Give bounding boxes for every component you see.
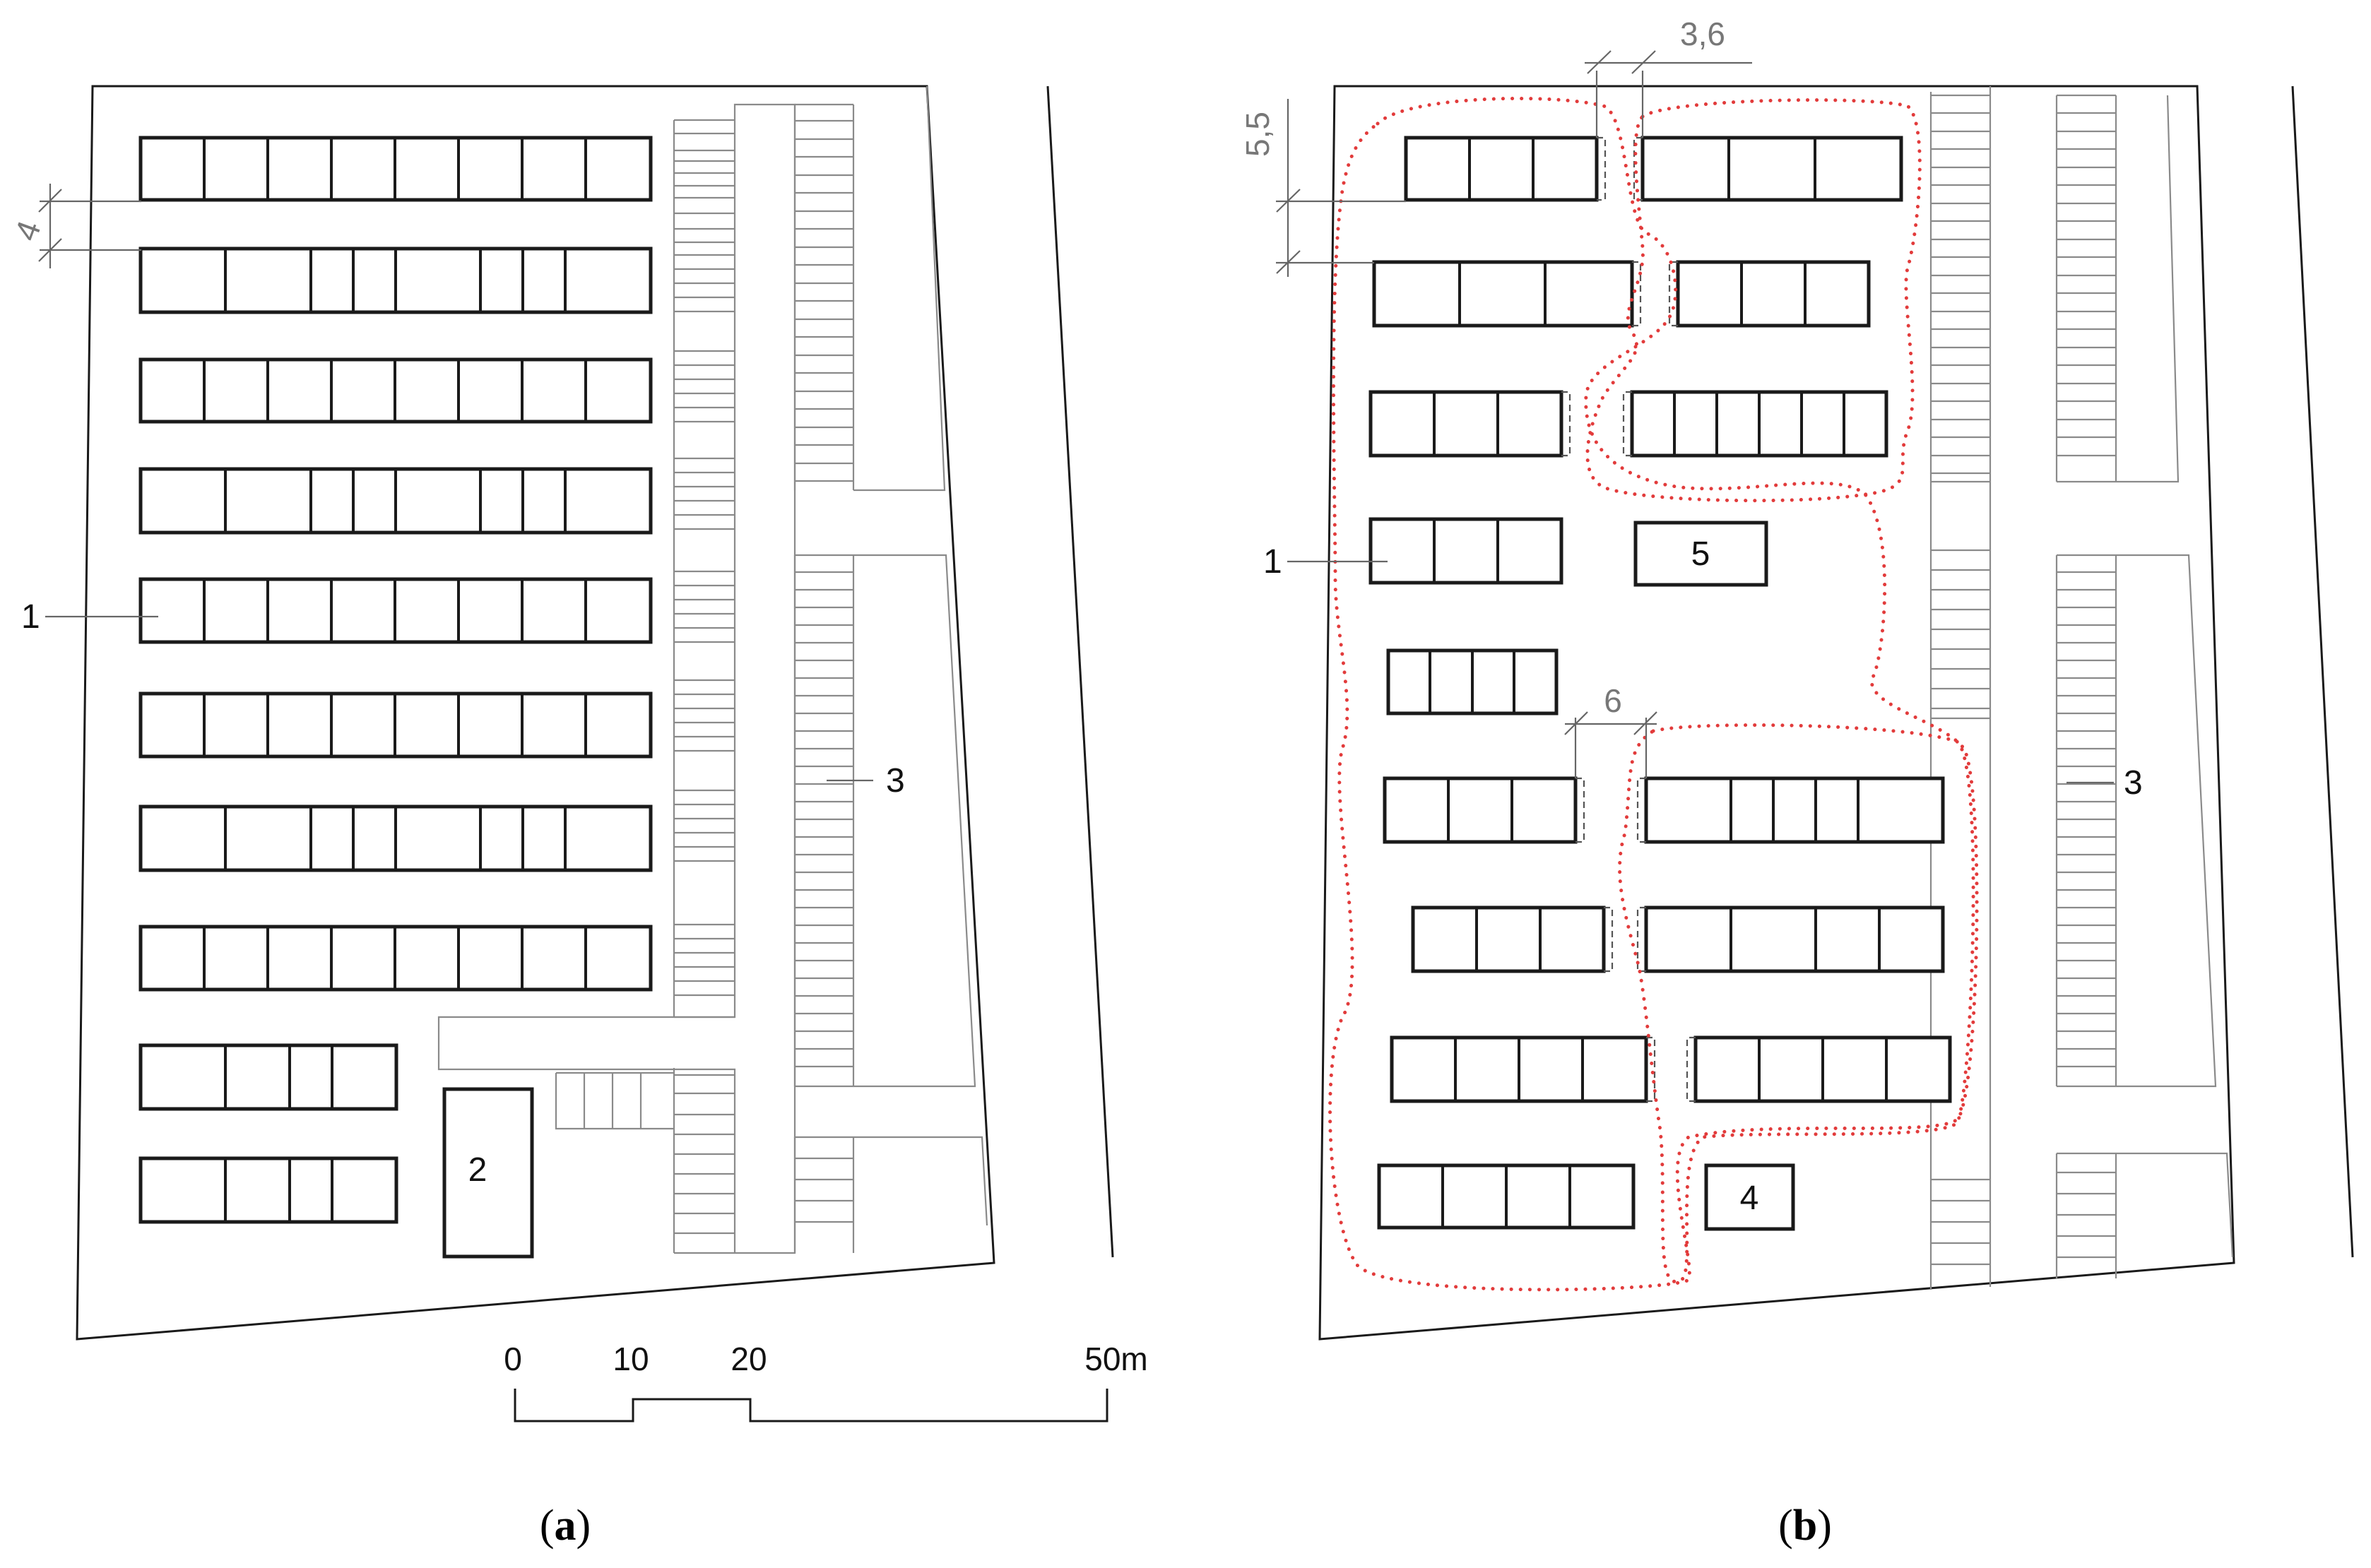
parking-column — [793, 85, 946, 492]
facility-building-2 — [442, 1087, 534, 1259]
panel-a: 4 1 2 3 0 10 20 50m (a) — [7, 85, 1148, 1550]
building-row — [1411, 905, 1606, 973]
parking-column — [793, 1136, 988, 1253]
scale-tick: 20 — [731, 1341, 767, 1377]
building-row — [1383, 776, 1578, 844]
building-row — [1368, 390, 1563, 458]
scale-bar: 0 10 20 50m — [504, 1341, 1148, 1423]
building-row — [138, 136, 653, 202]
label-building-b: 1 — [1263, 543, 1388, 581]
svg-text:1: 1 — [21, 598, 40, 636]
building-row — [1390, 1035, 1648, 1103]
label-parking-a: 3 — [827, 762, 905, 800]
building-row — [138, 357, 653, 424]
dimension-label: 6 — [1604, 682, 1622, 719]
parking-column — [1931, 549, 1990, 720]
green-zones — [1328, 96, 1979, 1292]
parking-column — [2055, 554, 2217, 1088]
parking-column — [2055, 1152, 2234, 1278]
parking-column — [2055, 94, 2180, 483]
building-row — [1644, 776, 1945, 844]
building-row — [1404, 136, 1599, 202]
parking-column — [1931, 94, 1990, 483]
svg-text:1: 1 — [1263, 543, 1282, 581]
parking-stalls-a — [555, 85, 988, 1254]
building-row — [138, 1156, 398, 1224]
building-row — [1386, 648, 1559, 715]
building-row — [1368, 517, 1563, 585]
zone-outline — [1585, 98, 1922, 503]
dimension-building-depth: 4 — [7, 184, 141, 268]
label-facility: 2 — [468, 1151, 487, 1189]
building-row — [1377, 1163, 1636, 1230]
panel-b: 3,6 5,5 6 1 5 4 3 — [1239, 16, 2354, 1550]
building-row — [138, 804, 653, 872]
building-rows-a — [138, 136, 653, 1224]
building-row — [138, 925, 653, 992]
label-building-a: 1 — [21, 598, 158, 636]
zone-outline — [1618, 723, 1975, 1283]
building-row — [138, 467, 653, 535]
scale-tick: 50m — [1084, 1341, 1147, 1377]
building-row — [1372, 260, 1634, 328]
building-row — [1693, 1035, 1952, 1103]
label-block-5: 5 — [1691, 535, 1710, 573]
building-row — [138, 691, 653, 759]
block-5 — [1633, 521, 1768, 587]
dimension-label: 3,6 — [1680, 16, 1725, 52]
building-row — [138, 577, 653, 644]
building-row — [1676, 260, 1871, 328]
dimension-label: 4 — [7, 216, 48, 246]
label-block-4: 4 — [1740, 1180, 1759, 1217]
dimension-gap-top: 3,6 — [1585, 16, 1752, 138]
building-row — [1644, 905, 1945, 973]
svg-text:3: 3 — [2124, 764, 2143, 802]
road-edge-b — [2291, 85, 2354, 1258]
scale-tick: 10 — [613, 1341, 649, 1377]
parking-column — [793, 554, 976, 1088]
road-edge-a — [1046, 85, 1114, 1258]
building-rows-b — [1368, 136, 1952, 1231]
svg-text:3: 3 — [886, 762, 905, 800]
building-row — [138, 1043, 398, 1111]
parking-column — [674, 1074, 735, 1254]
dimension-gap-middle: 6 — [1564, 682, 1657, 778]
caption-a: (a) — [540, 1502, 591, 1550]
parking-column — [555, 1071, 674, 1130]
building-row — [138, 247, 653, 314]
caption-b: (b) — [1778, 1502, 1832, 1550]
parking-stalls-b — [1931, 94, 2234, 1278]
building-row — [1630, 390, 1888, 458]
parking-column — [673, 119, 735, 1253]
label-parking-b: 3 — [2067, 764, 2143, 802]
dashed-connectors — [1561, 136, 1696, 1103]
block-4 — [1704, 1163, 1795, 1231]
dimension-row-spacing: 5,5 — [1239, 99, 1406, 277]
parking-column — [1931, 1178, 1990, 1266]
dimension-label: 5,5 — [1239, 112, 1276, 157]
building-row — [1640, 136, 1903, 202]
scale-tick: 0 — [504, 1341, 522, 1377]
site-boundary-a — [76, 85, 995, 1341]
site-boundary-b — [1318, 85, 2235, 1341]
